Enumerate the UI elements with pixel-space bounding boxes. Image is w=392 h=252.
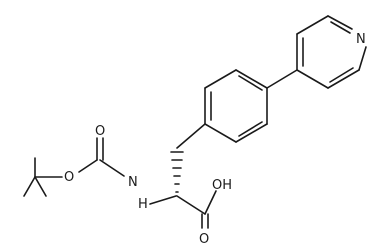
hashed-wedge-bond bbox=[170, 151, 184, 193]
pyridine-n-label: N bbox=[356, 32, 366, 47]
acid-carbonyl-oxygen-label: O bbox=[199, 232, 209, 247]
bond-biaryl bbox=[266, 69, 298, 89]
phenyl-ring bbox=[204, 69, 268, 143]
pyridine-ring bbox=[296, 15, 367, 89]
amide-nitrogen-label: N bbox=[128, 175, 138, 190]
bond-alpha-carboxyl bbox=[176, 195, 206, 215]
bond-tbu-methyl-1 bbox=[23, 176, 36, 197]
bond-n-alpha bbox=[149, 195, 177, 205]
acid-hydroxyl-label: OH bbox=[212, 178, 232, 193]
amide-hydrogen-label: H bbox=[138, 197, 148, 212]
bond-o-carbonyl bbox=[78, 159, 98, 173]
ester-oxygen-label: O bbox=[64, 170, 74, 185]
bond-carbonyl-n bbox=[99, 159, 125, 177]
bond-carboxyl-oh bbox=[204, 190, 217, 215]
carbonyl-oxygen-label: O bbox=[95, 124, 105, 139]
bond-ch2-phenyl bbox=[176, 123, 206, 149]
bond-tbu-methyl-3 bbox=[34, 176, 47, 197]
